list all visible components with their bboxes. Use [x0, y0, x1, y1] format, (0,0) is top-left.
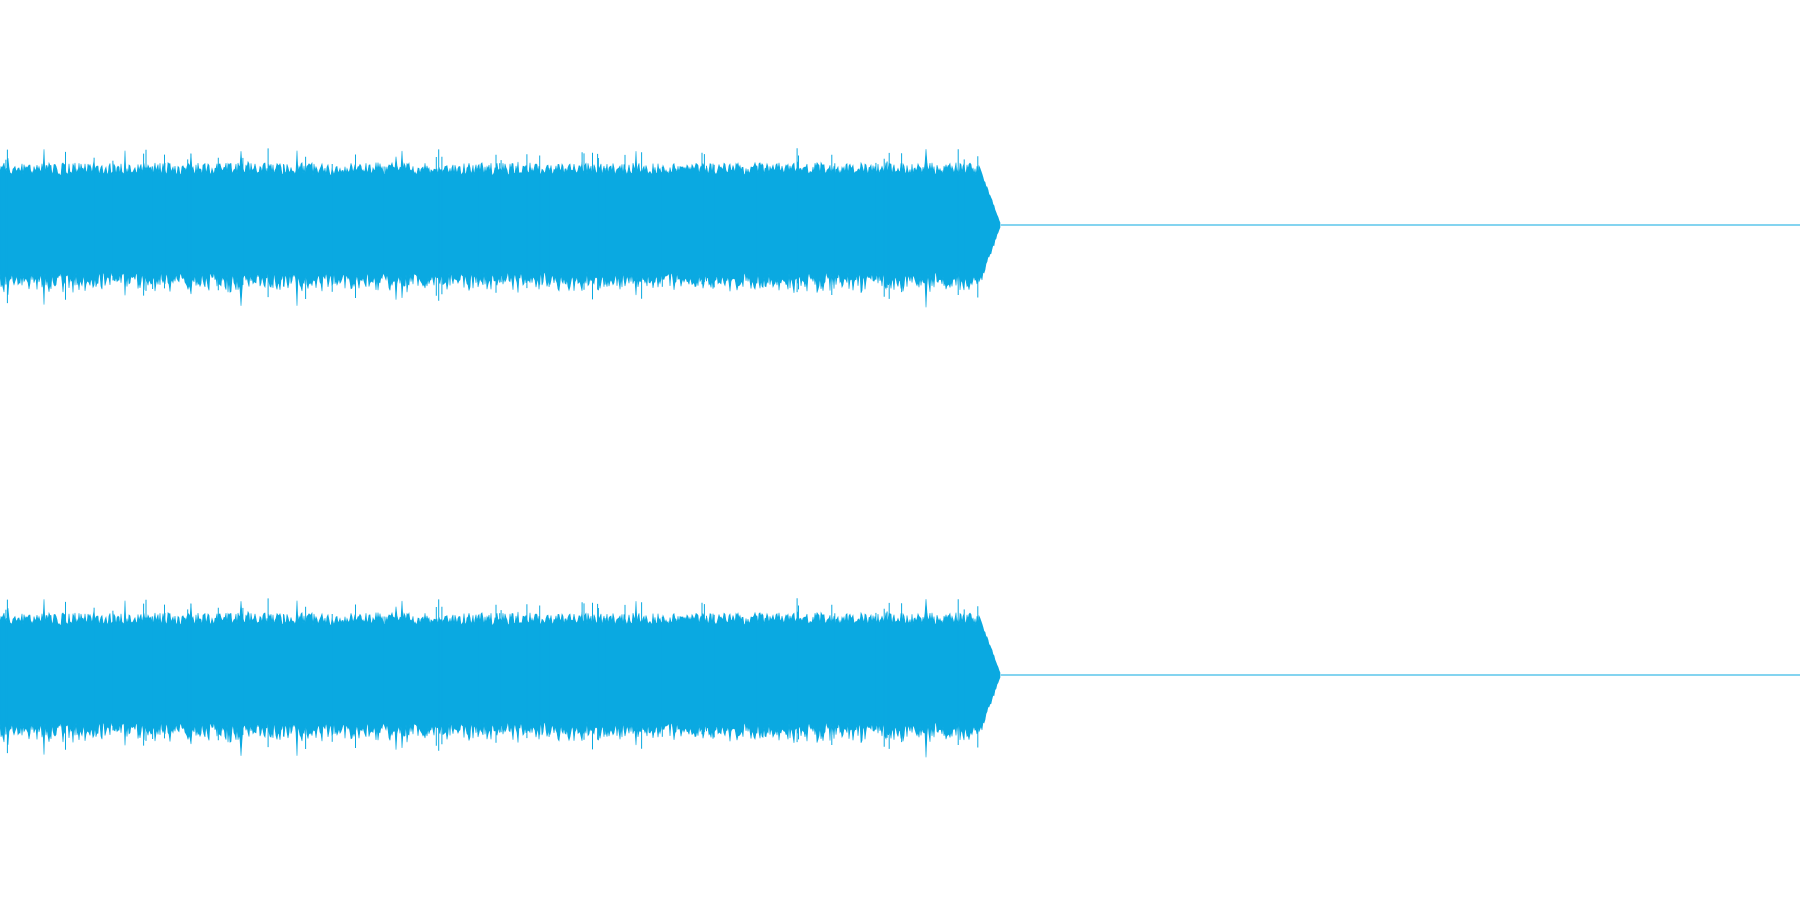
channel-2: [0, 598, 1800, 758]
channel-layer: [0, 148, 1800, 758]
channel-1: [0, 148, 1800, 308]
